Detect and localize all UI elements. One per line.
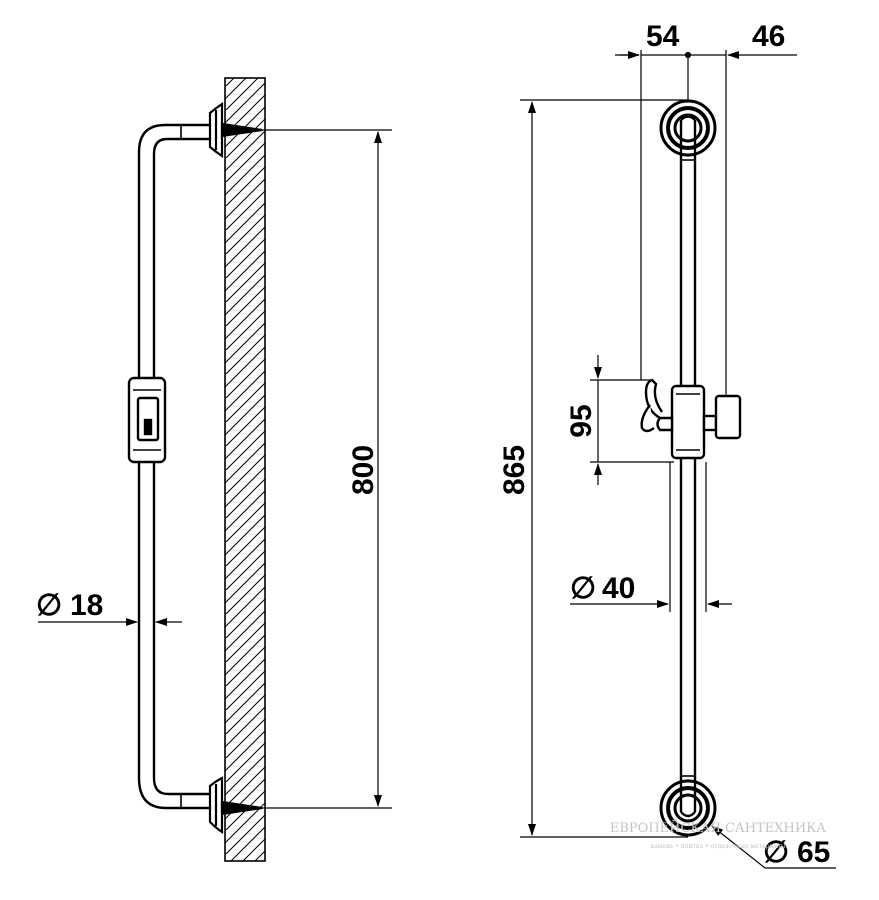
front-view: 54 46	[498, 20, 836, 869]
top-wall-flange	[208, 101, 263, 159]
offset-extension-lines	[615, 50, 797, 395]
flange-diameter-symbol: ∅	[763, 836, 789, 869]
bottom-wall-flange	[208, 776, 263, 835]
flange-diameter-label: 65	[797, 836, 830, 869]
front-slider	[640, 378, 742, 460]
tube-diameter-symbol: ∅	[36, 589, 62, 622]
side-rail	[137, 123, 210, 810]
flange-diameter-dimension	[711, 825, 836, 869]
total-height-label: 865	[498, 445, 531, 495]
top-flange-front	[659, 99, 717, 157]
bottom-flange-front	[659, 779, 717, 837]
slider-height-label: 95	[565, 404, 598, 437]
watermark-line-2: камень • плитка • отделочные материалы	[651, 843, 786, 850]
bar-diameter-dimension	[570, 462, 732, 612]
total-height-dimension	[520, 99, 688, 838]
bar-diameter-symbol: ∅	[570, 572, 596, 605]
height-dimension-800	[262, 129, 392, 809]
slider-height-dimension	[590, 355, 674, 485]
front-rail	[679, 115, 697, 818]
watermark-line-1: ЕВРОПЕЙСКАЯ САНТЕХНИКА	[610, 819, 826, 836]
offset-left-label: 54	[646, 20, 680, 53]
side-slider-body	[127, 376, 167, 464]
bar-diameter-label: 40	[602, 572, 635, 605]
side-view: 800 ∅ 18	[36, 77, 392, 862]
wall-hatch	[224, 77, 266, 862]
offset-right-label: 46	[752, 20, 785, 53]
tube-diameter-label: 18	[70, 589, 103, 622]
height-label-800: 800	[347, 445, 380, 495]
